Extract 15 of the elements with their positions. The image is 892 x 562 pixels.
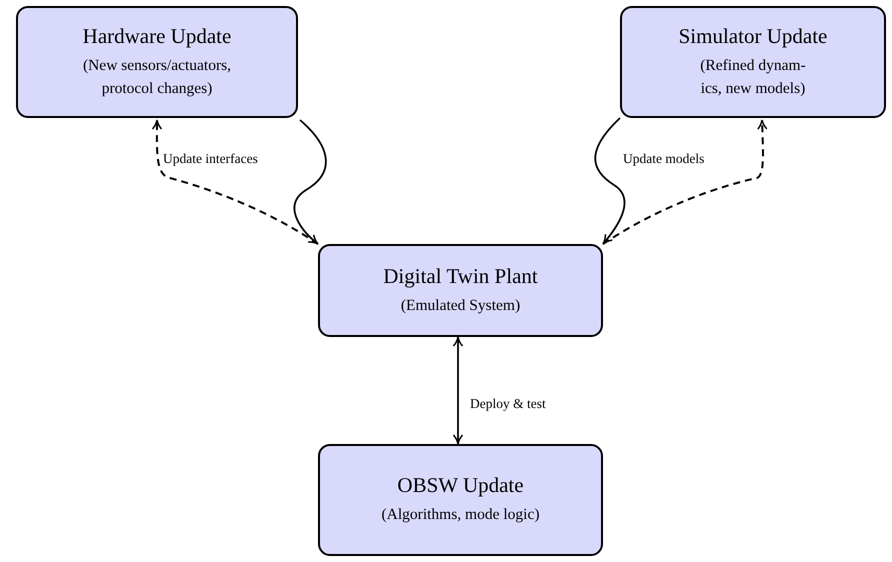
box-description: (Algorithms, mode logic) — [382, 505, 540, 526]
box-title: Hardware Update — [82, 24, 232, 48]
process-box — [318, 244, 603, 337]
edge-label: Update interfaces — [162, 151, 259, 168]
box-description: (Emulated System) — [400, 296, 520, 316]
box-description: (Refined dynam- ics, new models) — [699, 56, 807, 100]
box-title: OBSW Update — [397, 473, 524, 498]
edge-label: Deploy & test — [469, 396, 547, 412]
process-box — [318, 444, 603, 556]
box-title: Simulator Update — [678, 24, 828, 48]
process-box — [16, 6, 298, 118]
box-description: (New sensors/actuators, protocol changes) — [82, 56, 232, 100]
edge-label: Update models — [622, 151, 706, 168]
box-title: Digital Twin Plant — [383, 264, 538, 288]
process-box — [620, 6, 886, 118]
